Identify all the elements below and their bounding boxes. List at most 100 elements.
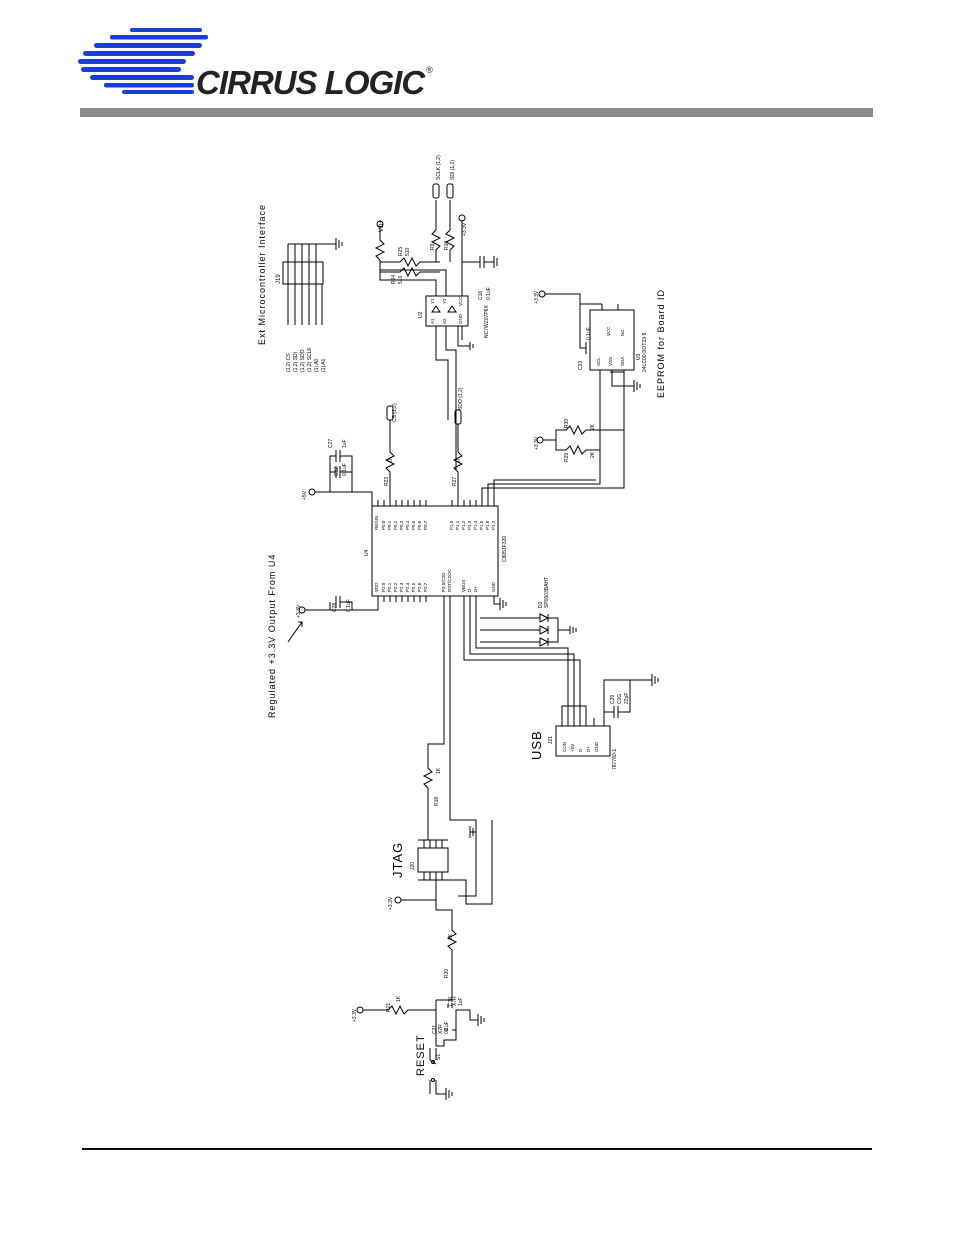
svg-text:0: 0 xyxy=(456,459,462,462)
svg-text:RST/C2CK: RST/C2CK xyxy=(447,570,452,592)
svg-text:SDA: SDA xyxy=(620,357,625,366)
svg-text:NC7WZ07P6X: NC7WZ07P6X xyxy=(484,305,490,338)
svg-text:1K: 1K xyxy=(448,933,454,940)
svg-text:U4: U4 xyxy=(364,549,370,556)
svg-text:CON: CON xyxy=(562,742,567,752)
svg-text:SDI (1,2): SDI (1,2) xyxy=(450,160,456,180)
svg-text:C33: C33 xyxy=(578,361,584,370)
svg-text:(1,2) SCLK: (1,2) SCLK xyxy=(307,347,313,372)
u2-buffer: U2 NC7WZ07P6X A1 Y1 A2 Y2 GND VCC xyxy=(379,260,490,470)
svg-text:SP0503BAHT: SP0503BAHT xyxy=(544,577,550,608)
svg-text:R25: R25 xyxy=(398,247,404,256)
svg-text:R20: R20 xyxy=(444,969,450,978)
svg-text:R24: R24 xyxy=(391,275,397,284)
svg-text:R23: R23 xyxy=(384,477,390,486)
svg-text:P2.7: P2.7 xyxy=(423,582,428,592)
svg-text:+5V: +5V xyxy=(302,490,308,500)
svg-text:P0.1: P0.1 xyxy=(387,520,392,530)
svg-text:P0.2: P0.2 xyxy=(393,520,398,530)
header-bar xyxy=(80,108,873,117)
svg-text:U3: U3 xyxy=(636,353,642,360)
svg-text:0.1uF: 0.1uF xyxy=(444,1021,450,1034)
svg-text:P2.3: P2.3 xyxy=(399,582,404,592)
svg-text:X7R: X7R xyxy=(452,996,458,1006)
svg-text:VD+: VD+ xyxy=(379,220,385,232)
svg-text:+3.3V: +3.3V xyxy=(462,222,468,236)
svg-text:A2: A2 xyxy=(442,318,447,324)
svg-text:C28: C28 xyxy=(332,603,338,612)
svg-text:D+: D+ xyxy=(586,746,591,752)
svg-text:P1.7: P1.7 xyxy=(491,520,496,530)
svg-text:X7R: X7R xyxy=(438,1024,444,1034)
svg-text:C31: C31 xyxy=(432,1025,438,1034)
svg-text:VDD: VDD xyxy=(374,582,379,592)
cirrus-logic-logo xyxy=(78,28,208,94)
svg-text:R21: R21 xyxy=(386,1003,392,1012)
svg-text:P0.4: P0.4 xyxy=(405,520,410,530)
svg-text:510: 510 xyxy=(398,275,404,284)
svg-text:+3.3V: +3.3V xyxy=(534,290,540,304)
svg-text:R18: R18 xyxy=(434,797,440,806)
svg-text:(1) A1: (1) A1 xyxy=(321,358,327,372)
svg-text:P1.1: P1.1 xyxy=(455,520,460,530)
svg-text:C29: C29 xyxy=(610,695,616,704)
svg-text:+3.3V: +3.3V xyxy=(388,896,394,910)
j19-connector: J19 (1,2) CS (1,2) SDI (1,2) SDO (1,2) S… xyxy=(276,238,343,372)
svg-text:2K: 2K xyxy=(590,451,596,458)
svg-text:R9: R9 xyxy=(430,243,436,250)
svg-text:(1) A0: (1) A0 xyxy=(314,358,320,372)
svg-text:GND: GND xyxy=(594,741,599,752)
svg-text:P2.6: P2.6 xyxy=(417,582,422,592)
svg-text:VBUS: VBUS xyxy=(461,580,466,592)
svg-text:U2: U2 xyxy=(418,311,424,318)
svg-text:C30: C30 xyxy=(448,997,454,1006)
svg-text:0.1uF: 0.1uF xyxy=(342,463,348,476)
svg-text:GND: GND xyxy=(491,581,496,592)
svg-text:R29: R29 xyxy=(564,453,570,462)
svg-text:22pF: 22pF xyxy=(624,693,630,704)
svg-text:+5V: +5V xyxy=(570,744,575,752)
svg-text:+3.3V: +3.3V xyxy=(352,1008,358,1022)
svg-text:P2.1: P2.1 xyxy=(387,582,392,592)
regulated-title: Regulated +3.3V Output From U4 xyxy=(267,554,277,718)
ext-mcu-title: Ext Microcontroller Interface xyxy=(257,204,267,345)
svg-text:D-: D- xyxy=(467,587,472,592)
svg-text:A1: A1 xyxy=(430,318,435,324)
svg-text:P1.3: P1.3 xyxy=(467,520,472,530)
svg-text:+3.3V: +3.3V xyxy=(534,436,540,450)
svg-text:REGIN: REGIN xyxy=(374,516,379,530)
svg-text:J20: J20 xyxy=(410,862,416,870)
u4-mcu: U4 C8051F320 REGIN P0.0 P0.1 P0.2 P0.3 P… xyxy=(364,500,508,602)
svg-text:R30: R30 xyxy=(564,419,570,428)
svg-text:510: 510 xyxy=(405,247,411,256)
svg-text:D-: D- xyxy=(578,747,583,752)
j20-jtag-connector: J20 xyxy=(410,820,493,905)
svg-text:D2: D2 xyxy=(538,601,544,608)
svg-text:SDO (1,2): SDO (1,2) xyxy=(458,387,464,410)
svg-text:R27: R27 xyxy=(452,477,458,486)
svg-text:SCLK (1,2): SCLK (1,2) xyxy=(436,155,442,180)
reset-title: RESET xyxy=(415,1034,427,1076)
usb-title: USB xyxy=(529,730,544,760)
svg-text:SCL: SCL xyxy=(596,357,601,366)
svg-text:P0.6: P0.6 xyxy=(417,520,422,530)
svg-text:P3.0/C2D: P3.0/C2D xyxy=(441,572,446,592)
svg-text:P1.4: P1.4 xyxy=(473,520,478,530)
svg-text:0.1uF: 0.1uF xyxy=(486,287,492,300)
svg-text:P1.5: P1.5 xyxy=(479,520,484,530)
svg-text:P1.6: P1.6 xyxy=(485,520,490,530)
svg-text:1uF: 1uF xyxy=(342,439,348,448)
svg-text:2K: 2K xyxy=(590,423,596,430)
jtag-title: JTAG xyxy=(390,842,405,878)
eeprom-title: EEPROM for Board ID xyxy=(656,289,666,398)
svg-text:0.1uF: 0.1uF xyxy=(586,327,592,340)
svg-text:Y1: Y1 xyxy=(430,298,435,304)
svg-text:C27: C27 xyxy=(328,439,334,448)
svg-text:(1,2) SDI: (1,2) SDI xyxy=(293,352,299,372)
svg-text:VSS: VSS xyxy=(608,357,613,366)
svg-text:D+: D+ xyxy=(473,586,478,592)
svg-text:VCC: VCC xyxy=(606,326,611,336)
svg-text:P0.5: P0.5 xyxy=(411,520,416,530)
svg-text:C8051F320: C8051F320 xyxy=(502,536,508,562)
svg-text:Y2: Y2 xyxy=(442,298,447,304)
